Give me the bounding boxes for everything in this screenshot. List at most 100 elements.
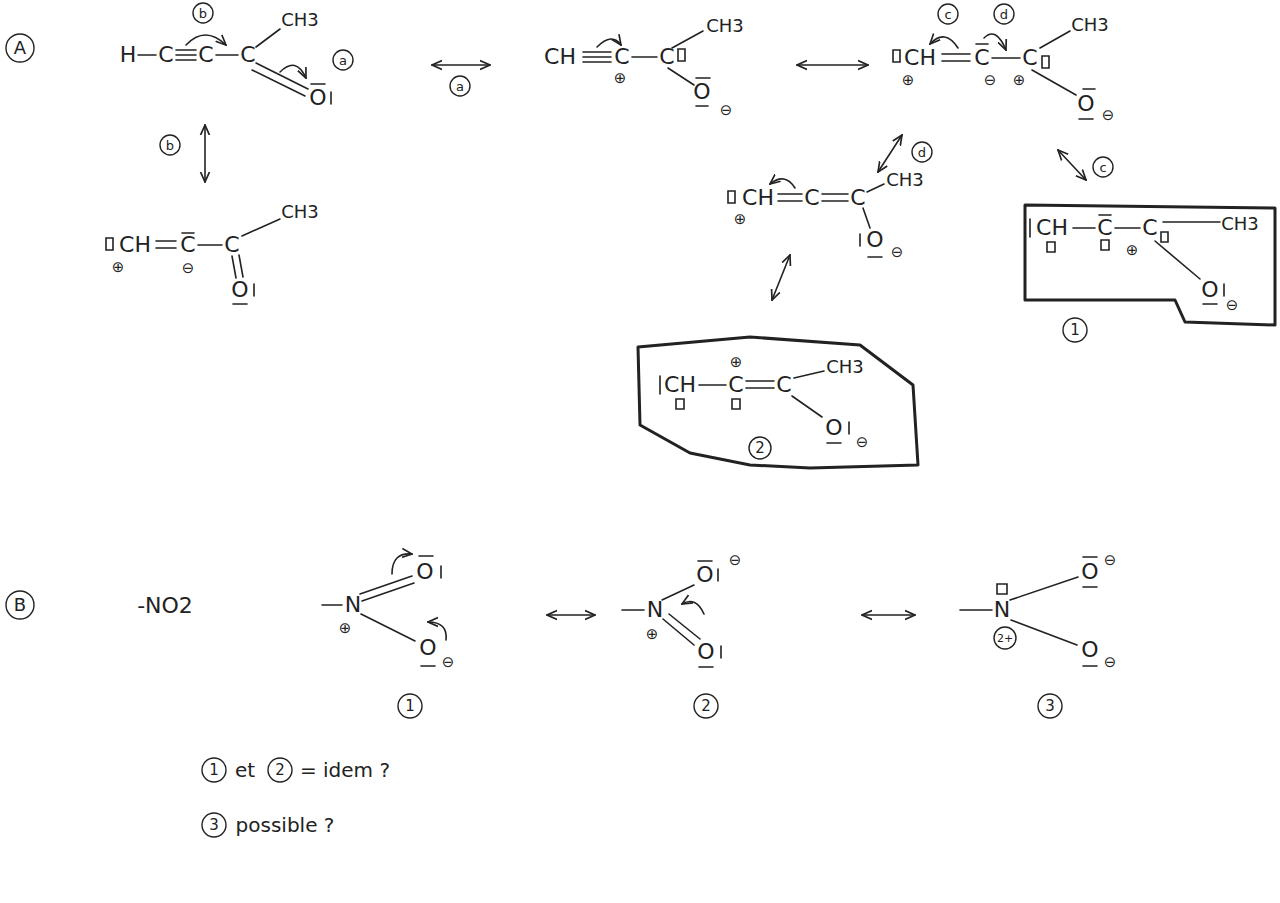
circle-mark [1038, 694, 1062, 718]
bonds [106, 29, 1224, 667]
atom-label: C [240, 44, 255, 66]
atom-label: C [224, 234, 239, 256]
atom-label: C [1022, 47, 1037, 69]
callout-number: b [166, 139, 174, 152]
bond-lines [942, 31, 1076, 95]
atom-label: ⊖ [1226, 298, 1239, 313]
resonance-arrow [862, 614, 915, 616]
atom-label: C [728, 374, 743, 396]
framed-structure: CHC⊕CCH3O⊖2 [630, 325, 920, 470]
atom-label: -NO2 [137, 595, 193, 617]
atom-label: = idem ? [300, 760, 390, 780]
atom-label: ⊖ [1104, 553, 1117, 568]
atom-label: O [1081, 639, 1098, 661]
callout-number: 3 [1045, 699, 1055, 714]
frame-outline [638, 337, 918, 468]
circle-mark [6, 591, 34, 619]
atom-label: CH [544, 46, 576, 68]
atom-label: O [419, 637, 436, 659]
atom-label: ⊕ [902, 73, 915, 88]
callout-number: d [918, 146, 926, 159]
callout-number: 1 [209, 763, 219, 778]
circle-mark [1093, 157, 1113, 177]
atom-label: N [345, 594, 361, 616]
callout-number: c [1099, 161, 1106, 174]
lone-pair [1030, 215, 1224, 304]
atom-label: C [158, 44, 173, 66]
callout-number: c [944, 8, 951, 21]
atom-label: possible ? [236, 815, 335, 835]
atom-label: ⊕ [1013, 73, 1026, 88]
atom-label: O [1201, 279, 1218, 301]
atom-label: CH3 [1071, 16, 1109, 34]
atom-label: C [974, 47, 989, 69]
atom-label: CH3 [281, 11, 319, 29]
atom-label: CH [904, 47, 936, 69]
atom-label: O [696, 564, 713, 586]
atom-label: ⊕ [112, 260, 125, 275]
bond-lines [778, 184, 884, 228]
callout-number: a [456, 80, 464, 93]
circle-mark [749, 437, 771, 459]
atom-label: CH3 [886, 171, 924, 189]
resonance-arrow [772, 255, 790, 300]
atom-label: C [1142, 217, 1157, 239]
atom-label: C [198, 44, 213, 66]
atom-label: ⊖ [984, 73, 997, 88]
atom-label: ⊖ [891, 245, 904, 260]
atom-label: O [1077, 93, 1094, 115]
circle-mark [450, 76, 470, 96]
circle-mark [333, 50, 353, 70]
lone-pair [976, 44, 1095, 119]
electron-arrow [280, 65, 306, 78]
atom-label: O [231, 279, 248, 301]
circle-mark [268, 758, 292, 782]
resonance-arrow [432, 64, 490, 66]
atom-label: C [180, 234, 195, 256]
atom-label: ⊕ [339, 621, 352, 636]
atom-label: ⊕ [614, 71, 627, 86]
atom-label: ⊖ [720, 103, 733, 118]
frame-outline [1025, 205, 1275, 325]
callout-number: b [199, 7, 207, 20]
atom-label: ⊖ [729, 553, 742, 568]
atom-label: ⊕ [730, 355, 743, 370]
atom-label: C [1097, 217, 1112, 239]
resonance-arrow [878, 135, 902, 172]
vacancy [678, 49, 685, 61]
bond-lines [699, 371, 824, 417]
atom-label: O [309, 87, 326, 109]
callout-number: 1 [1070, 323, 1080, 338]
bond-lines [960, 577, 1078, 645]
atom-label: CH3 [281, 203, 319, 221]
callout-number: B [14, 596, 26, 614]
electron-arrow [392, 554, 412, 574]
circle-mark [160, 135, 180, 155]
atom-label: ⊖ [182, 261, 195, 276]
atom-label: ⊖ [1102, 108, 1115, 123]
atom-label: C [804, 187, 819, 209]
atom-label: O [416, 561, 433, 583]
circle-mark [694, 694, 718, 718]
atom-label: O [866, 229, 883, 251]
atom-label: ⊖ [1104, 655, 1117, 670]
atom-label: CH3 [1221, 215, 1259, 233]
callout-number: 2 [755, 441, 765, 456]
atom-label: O [693, 81, 710, 103]
atom-label: ⊖ [442, 655, 455, 670]
callout-number: 1 [405, 699, 415, 714]
circle-mark [912, 142, 932, 162]
circle-mark [398, 694, 422, 718]
atom-label: O [1081, 561, 1098, 583]
resonance-arrow [204, 125, 206, 182]
atom-label: et [235, 760, 255, 780]
circle-mark [938, 4, 958, 24]
atom-label: CH [742, 187, 774, 209]
callout-number: 2 [701, 699, 711, 714]
bond-lines [583, 31, 703, 85]
atom-label: CH [664, 374, 696, 396]
circle-mark [994, 4, 1014, 24]
